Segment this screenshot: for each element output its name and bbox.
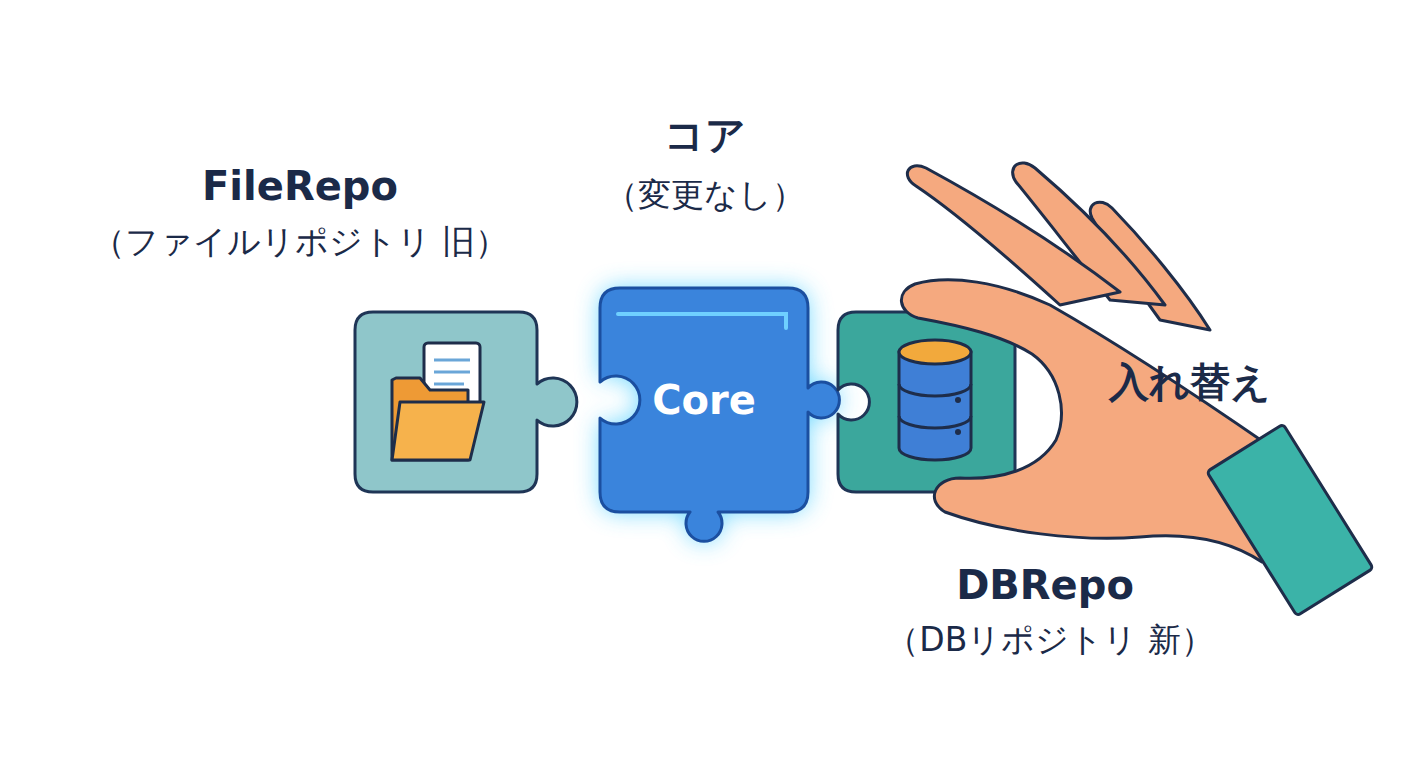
piece-highlight [618,314,786,328]
node-heading: DBRepo [765,562,1325,608]
node-text: （DBリポジトリ 新） [770,621,1330,659]
database-top [899,340,971,364]
hand-finger [1090,202,1210,330]
puzzle-piece: コア（変更なし）Core [600,288,808,512]
node-heading: FileRepo [20,163,580,209]
database-band [899,416,971,428]
database-band [899,384,971,396]
hand-palm [901,280,1268,562]
piece-shape [355,312,537,492]
sleeve-cuff [1207,424,1373,616]
node-heading: コア [425,112,985,158]
piece-outline [838,312,1015,492]
node-text: （ファイルリポジトリ 旧） [20,223,580,261]
piece-shape [838,312,1015,492]
hand-finger [907,166,1120,305]
node-text: （変更なし） [425,176,985,214]
database-body [899,352,971,460]
database-dot [955,429,961,435]
document-line [434,359,470,362]
document-icon [424,343,480,415]
document-line [434,371,470,374]
node-text: Core [424,377,984,423]
piece-outline [355,312,577,492]
database-dot [955,397,961,403]
hand-finger [1013,163,1165,305]
document-line [434,383,464,386]
folder-back [392,378,468,460]
puzzle-piece: DBRepo（DBリポジトリ 新） [838,312,1015,492]
puzzle-piece: FileRepo（ファイルリポジトリ 旧） [355,312,537,492]
folder-front [392,402,484,460]
